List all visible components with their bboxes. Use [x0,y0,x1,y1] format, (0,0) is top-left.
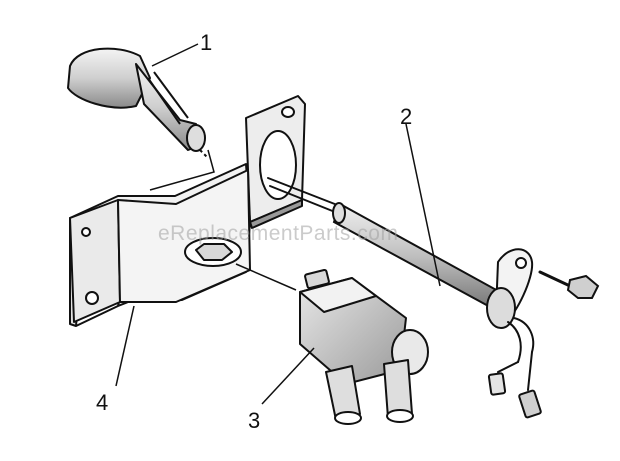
pilot-nozzle-part [67,47,209,159]
thermocouple-part [267,177,600,419]
leader-lines [115,43,441,405]
leader-line-2 [405,123,441,287]
bracket-part [69,95,306,327]
screw-part [538,270,600,299]
callout-4: 4 [96,390,109,415]
valve-part [299,268,429,425]
callout-3: 3 [248,408,261,433]
valve-guide-line [235,263,297,291]
callout-1: 1 [200,30,213,55]
leader-line-1 [151,43,199,67]
watermark-text: eReplacementParts.com [158,222,399,245]
leader-line-4 [115,305,135,387]
callout-2: 2 [400,104,413,129]
leader-line-3 [261,347,315,405]
nozzle-guide-line [149,149,215,191]
